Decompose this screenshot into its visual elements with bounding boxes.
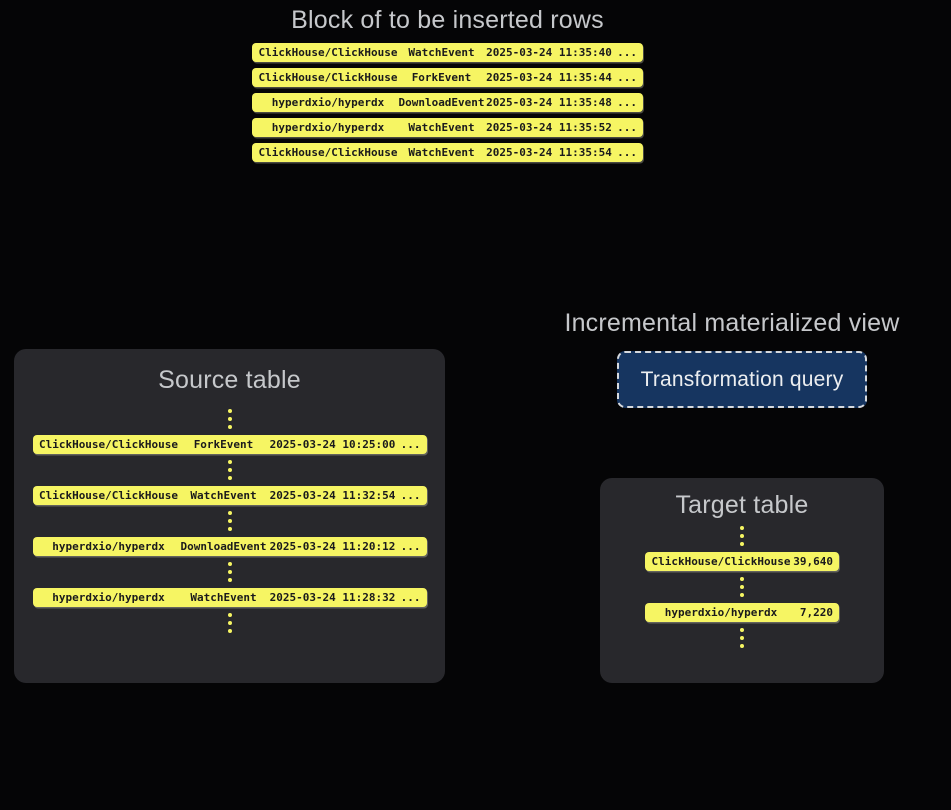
ellipsis-dots-icon <box>227 562 232 582</box>
cell-count: 7,220 <box>799 606 833 619</box>
cell-time: 2025-03-24 11:35:44 <box>486 71 612 84</box>
ellipsis-dots-icon <box>227 409 232 429</box>
table-row: ClickHouse/ClickHouse WatchEvent 2025-03-2… <box>32 486 427 505</box>
cell-event: WatchEvent <box>408 146 475 159</box>
table-row: ClickHouse/ClickHouse WatchEvent 2025-03-2… <box>252 143 643 162</box>
cell-repo: hyperdxio/hyperdx <box>271 96 385 109</box>
cell-repo: ClickHouse/ClickHouse <box>651 555 791 568</box>
ellipsis-dots-icon <box>227 460 232 480</box>
cell-more: ... <box>400 438 421 451</box>
cell-repo: hyperdxio/hyperdx <box>664 606 778 619</box>
cell-event: ForkEvent <box>193 438 254 451</box>
cell-time: 2025-03-24 10:25:00 <box>269 438 396 451</box>
cell-more: ... <box>617 71 637 84</box>
insert-block-title: Block of to be inserted rows <box>291 6 604 34</box>
cell-time: 2025-03-24 11:28:32 <box>269 591 396 604</box>
cell-event: WatchEvent <box>408 121 475 134</box>
cell-more: ... <box>617 96 637 109</box>
table-row: ClickHouse/ClickHouse ForkEvent 2025-03-24… <box>252 68 643 87</box>
ellipsis-dots-icon <box>740 628 744 648</box>
cell-repo: ClickHouse/ClickHouse <box>258 46 398 59</box>
cell-event: WatchEvent <box>408 46 475 59</box>
cell-count: 39,640 <box>793 555 833 568</box>
transformation-query-box: Transformation query <box>617 351 867 408</box>
cell-time: 2025-03-24 11:35:54 <box>486 146 612 159</box>
cell-time: 2025-03-24 11:20:12 <box>269 540 396 553</box>
cell-more: ... <box>400 489 421 502</box>
cell-repo: ClickHouse/ClickHouse <box>258 146 398 159</box>
source-table-panel: Source table ClickHouse/ClickHouse ForkEv… <box>14 349 445 683</box>
table-row: hyperdxio/hyperdx 7,220 <box>645 603 839 622</box>
cell-event: DownloadEvent <box>398 96 485 109</box>
table-row: hyperdxio/hyperdx WatchEvent 2025-03-24 11… <box>252 118 643 137</box>
cell-more: ... <box>400 591 421 604</box>
target-table-title: Target table <box>675 491 809 519</box>
cell-repo: hyperdxio/hyperdx <box>271 121 385 134</box>
table-row: ClickHouse/ClickHouse ForkEvent 2025-03-24… <box>32 435 427 454</box>
cell-repo: hyperdxio/hyperdx <box>52 540 165 553</box>
cell-time: 2025-03-24 11:35:48 <box>486 96 612 109</box>
cell-repo: ClickHouse/ClickHouse <box>38 489 179 502</box>
source-table-rows: ClickHouse/ClickHouse ForkEvent 2025-03-24… <box>32 409 427 633</box>
ellipsis-dots-icon <box>740 577 744 597</box>
table-row: hyperdxio/hyperdx WatchEvent 2025-03-24 11… <box>32 588 427 607</box>
ellipsis-dots-icon <box>227 613 232 633</box>
cell-more: ... <box>400 540 421 553</box>
cell-more: ... <box>617 146 637 159</box>
materialized-view-title: Incremental materialized view <box>564 309 900 337</box>
insert-block: Block of to be inserted rows ClickHouse/… <box>252 5 643 162</box>
cell-event: ForkEvent <box>411 71 472 84</box>
cell-repo: hyperdxio/hyperdx <box>52 591 165 604</box>
cell-time: 2025-03-24 11:32:54 <box>269 489 396 502</box>
source-table-title: Source table <box>158 366 301 394</box>
cell-more: ... <box>617 46 637 59</box>
cell-event: DownloadEvent <box>180 540 267 553</box>
table-row: ClickHouse/ClickHouse WatchEvent 2025-03-2… <box>252 43 643 62</box>
cell-time: 2025-03-24 11:35:52 <box>486 121 612 134</box>
cell-more: ... <box>617 121 637 134</box>
cell-event: WatchEvent <box>190 489 257 502</box>
ellipsis-dots-icon <box>740 526 744 546</box>
cell-repo: ClickHouse/ClickHouse <box>258 71 398 84</box>
cell-time: 2025-03-24 11:35:40 <box>486 46 612 59</box>
cell-repo: ClickHouse/ClickHouse <box>38 438 179 451</box>
cell-event: WatchEvent <box>190 591 257 604</box>
ellipsis-dots-icon <box>227 511 232 531</box>
